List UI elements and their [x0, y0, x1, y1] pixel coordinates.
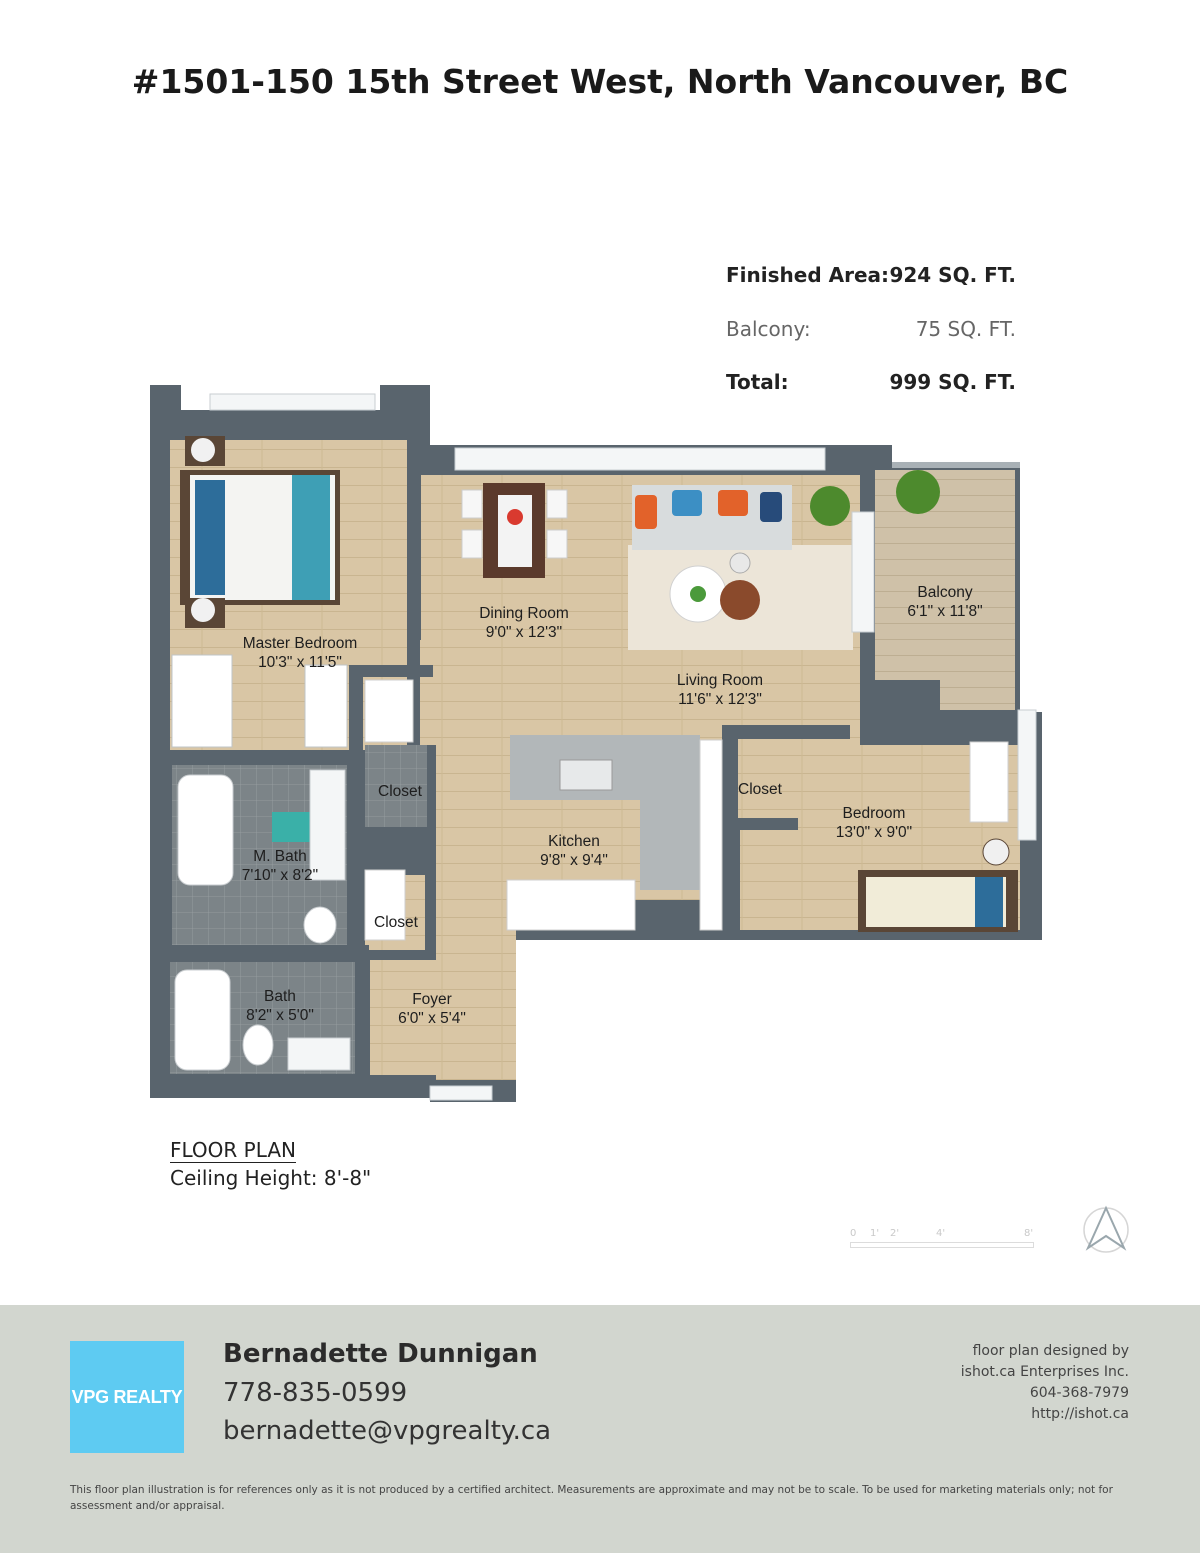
scale-tick: 0	[850, 1228, 857, 1239]
floor-lamp	[729, 552, 751, 574]
master-bedroom-size: 10'3" x 11'5"	[258, 654, 342, 671]
bath-size: 8'2" x 5'0"	[246, 1007, 314, 1024]
designer-line2: ishot.ca Enterprises Inc.	[960, 1364, 1129, 1380]
balcony-rail	[892, 462, 1020, 468]
closet-upper-floor	[365, 745, 427, 827]
closet-upper-label: Closet	[378, 783, 423, 800]
master-wardrobe	[304, 664, 348, 748]
bedroom-bed	[858, 870, 1018, 932]
scale-tick: 8'	[1024, 1228, 1034, 1239]
closet-shelf	[364, 679, 414, 743]
total-area-label: Total:	[726, 370, 789, 394]
designer-url[interactable]: http://ishot.ca	[1031, 1406, 1129, 1422]
designer-line1: floor plan designed by	[972, 1343, 1129, 1359]
bath-toilet	[242, 1024, 274, 1066]
table-plant	[690, 586, 706, 602]
finished-area-value: 924 SQ. FT.	[889, 263, 1016, 287]
page-title: #1501-150 15th Street West, North Vancou…	[131, 62, 1069, 101]
closet-lower-label: Closet	[374, 914, 419, 931]
kitchen-size: 9'8" x 9'4"	[540, 852, 608, 869]
master-bed	[180, 470, 340, 605]
side-table	[720, 580, 760, 620]
designer-phone[interactable]: 604-368-7979	[1029, 1385, 1129, 1401]
foyer-floor	[370, 960, 480, 1075]
balcony-area-label: Balcony:	[726, 317, 811, 341]
master-toilet	[303, 906, 337, 944]
scale-bar: 0 1' 2' 4' 8'	[848, 1228, 1038, 1258]
sofa	[632, 485, 792, 550]
master-tub	[177, 774, 234, 886]
floor-plan-title: FLOOR PLAN	[170, 1138, 296, 1163]
room-labels: Master Bedroom 10'3" x 11'5" Dining Room…	[242, 584, 983, 1027]
closet-right-floor	[737, 745, 787, 820]
balcony-size: 6'1" x 11'8"	[907, 603, 982, 620]
bath-name: Bath	[264, 988, 296, 1005]
dining-room-name: Dining Room	[479, 605, 569, 622]
footer	[0, 1305, 1200, 1553]
closet-lower-shelf	[364, 869, 406, 941]
balcony-name: Balcony	[917, 584, 972, 601]
scale-tick: 4'	[936, 1228, 946, 1239]
master-vanity	[309, 769, 346, 881]
foyer-name: Foyer	[412, 991, 452, 1008]
bath-tub	[174, 969, 231, 1071]
vpg-realty-logo: VPG REALTY	[70, 1341, 184, 1453]
ceiling-height: Ceiling Height: 8'-8"	[170, 1166, 372, 1190]
dining-table	[461, 483, 568, 578]
logo-text: VPG REALTY	[71, 1386, 183, 1407]
master-bedroom-name: Master Bedroom	[243, 635, 358, 652]
compass-north-icon	[1083, 1205, 1129, 1253]
balcony-area-value: 75 SQ. FT.	[915, 317, 1016, 341]
living-room-name: Living Room	[677, 672, 763, 689]
designer-credit: floor plan designed by ishot.ca Enterpri…	[961, 1341, 1129, 1425]
balcony-door	[851, 511, 875, 633]
bedroom-desk	[969, 741, 1009, 823]
living-room-size: 11'6" x 12'3"	[678, 691, 762, 708]
balcony-floor	[875, 470, 1015, 710]
living-plant	[810, 486, 850, 526]
scale-tick: 2'	[890, 1228, 900, 1239]
bath-vanity	[287, 1037, 351, 1071]
bedroom-lamp	[982, 838, 1010, 866]
agent-name: Bernadette Dunnigan	[223, 1339, 538, 1369]
disclaimer: This floor plan illustration is for refe…	[70, 1484, 1113, 1512]
total-area-value: 999 SQ. FT.	[889, 370, 1016, 394]
bath-mat	[272, 812, 312, 842]
bedroom-name: Bedroom	[843, 805, 906, 822]
windows	[209, 393, 1037, 1101]
finished-area-label: Finished Area:	[726, 263, 889, 287]
balcony-plant	[896, 470, 940, 514]
agent-phone[interactable]: 778-835-0599	[223, 1378, 408, 1408]
dining-room-size: 9'0" x 12'3"	[486, 624, 562, 641]
kitchen-counter	[506, 735, 723, 931]
master-bath-size: 7'10" x 8'2"	[242, 867, 318, 884]
kitchen-name: Kitchen	[548, 833, 600, 850]
master-closet	[171, 654, 233, 748]
foyer-size: 6'0" x 5'4"	[398, 1010, 466, 1027]
nightstand	[185, 436, 225, 628]
floor-plan: Master Bedroom 10'3" x 11'5" Dining Room…	[150, 385, 1129, 1253]
scale-line	[850, 1242, 1034, 1248]
interior-walls	[164, 470, 940, 1075]
master-bath-name: M. Bath	[253, 848, 306, 865]
scale-tick: 1'	[870, 1228, 880, 1239]
agent-email[interactable]: bernadette@vpgrealty.ca	[223, 1416, 552, 1446]
closet-right-label: Closet	[738, 781, 783, 798]
bedroom-size: 13'0" x 9'0"	[836, 824, 912, 841]
